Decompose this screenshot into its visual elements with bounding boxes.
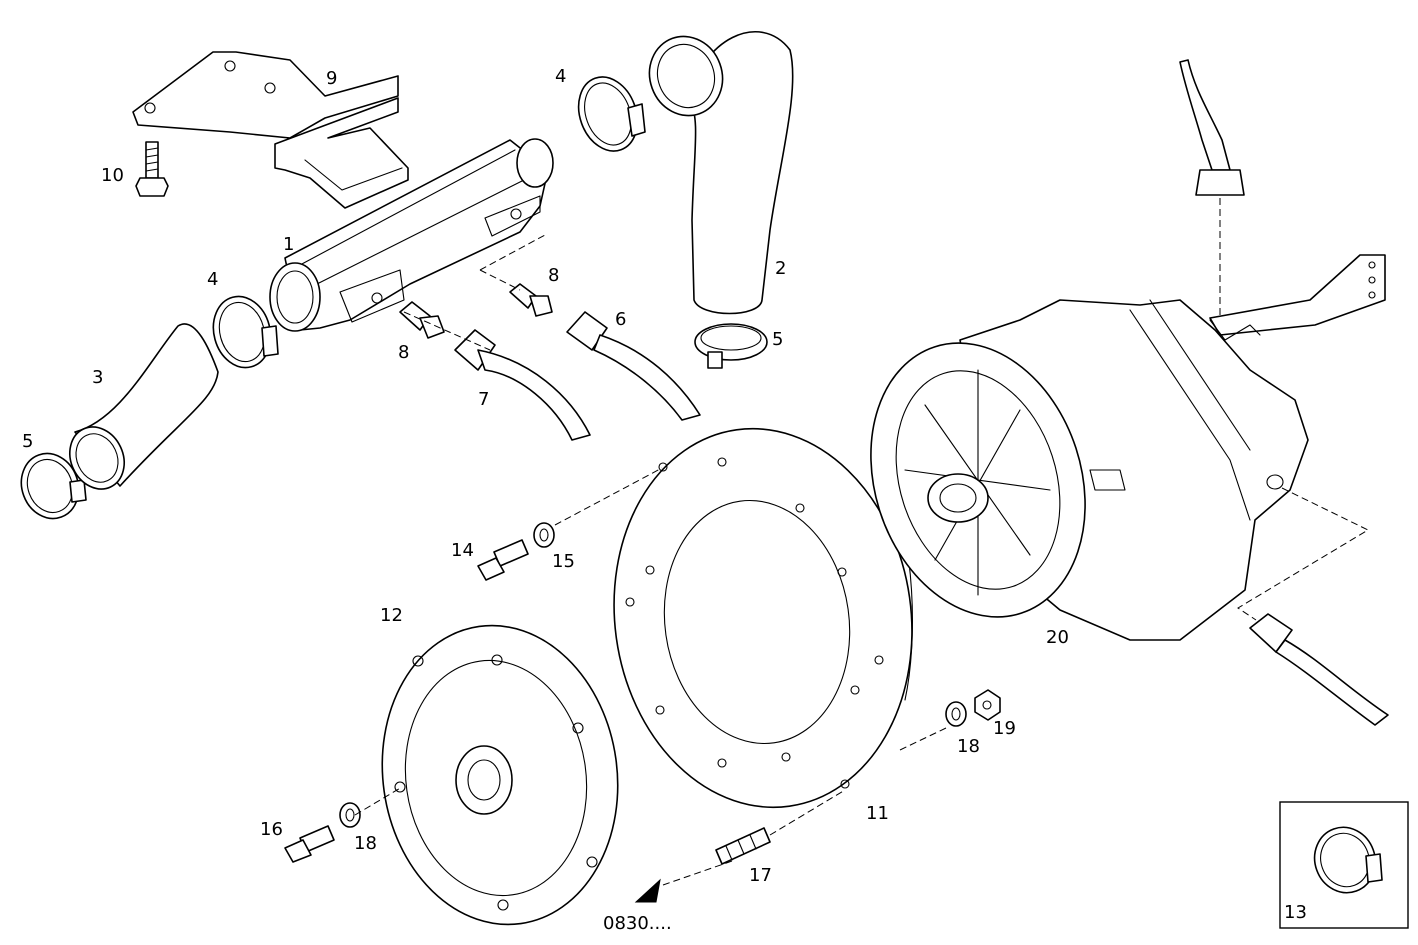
callout-8-right: 8 [548,265,559,286]
part-19-nut[interactable] [974,689,1001,721]
part-12-flex-plate[interactable] [363,610,636,940]
callout-17: 17 [749,865,772,886]
callout-2: 2 [775,258,786,279]
gearbox-upper-line[interactable] [1179,59,1245,196]
part-16-bolt[interactable] [284,825,335,863]
part-18-washer-left[interactable] [339,802,361,828]
callout-4-left: 4 [207,269,218,290]
callout-20: 20 [1046,627,1069,648]
part-4-clamp-left[interactable] [206,290,279,374]
part-20-gearbox[interactable] [837,254,1386,645]
detail-box-13 [1279,801,1409,929]
assembly-dashed-lines [354,198,1370,886]
callout-4-upper: 4 [555,66,566,87]
part-3-hose[interactable] [60,323,219,498]
part-10-bolt[interactable] [135,141,169,197]
part-17-stud[interactable] [715,827,771,865]
callout-18-right: 18 [957,736,980,757]
callout-3: 3 [92,367,103,388]
reference-arrow [634,878,661,903]
part-4-clamp-upper[interactable] [569,69,648,160]
part-18-washer-right[interactable] [945,701,967,727]
callout-19: 19 [993,718,1016,739]
callout-16: 16 [260,819,283,840]
part-9-bracket[interactable] [132,51,409,209]
callout-8-left: 8 [398,342,409,363]
part-13-clamp-detail[interactable] [1306,819,1385,902]
gearbox-lower-line[interactable] [1249,613,1389,726]
callout-14: 14 [451,540,474,561]
callout-5-left: 5 [22,431,33,452]
part-8-fitting-right[interactable] [509,283,553,317]
callout-7: 7 [478,389,489,410]
callout-18-left: 18 [354,833,377,854]
callout-5-right: 5 [772,329,783,350]
callout-1: 1 [283,234,294,255]
callout-10: 10 [101,165,124,186]
callout-13: 13 [1284,902,1307,923]
part-1-intercooler-bar[interactable] [269,138,554,332]
part-8-fitting-left[interactable] [399,301,445,339]
part-5-clamp-left[interactable] [12,445,87,526]
part-15-washer[interactable] [533,522,555,548]
part-6-hose-line[interactable] [566,311,701,421]
part-11-flange-plate[interactable] [590,409,936,826]
part-14-bolt[interactable] [477,539,529,581]
part-5-clamp-right[interactable] [694,323,768,369]
callout-9: 9 [326,68,337,89]
reference-code: 0830.... [603,913,672,934]
callout-11: 11 [866,803,889,824]
callout-12: 12 [380,605,403,626]
callout-6: 6 [615,309,626,330]
part-7-hose-line[interactable] [454,329,591,441]
callout-15: 15 [552,551,575,572]
part-2-hose[interactable] [638,26,794,315]
